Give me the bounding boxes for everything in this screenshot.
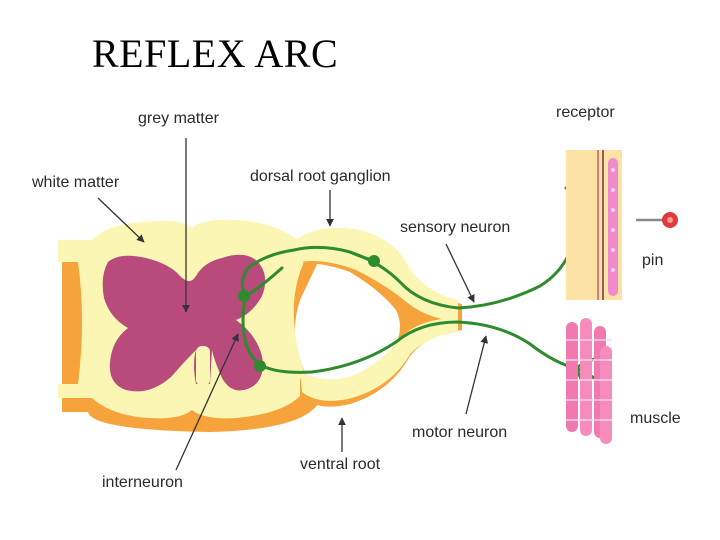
label-white-matter: white matter bbox=[32, 174, 120, 191]
label-sensory-neuron: sensory neuron bbox=[400, 219, 511, 236]
muscle-fibers bbox=[566, 318, 612, 444]
dorsal-root-sensory-path bbox=[241, 245, 460, 310]
label-dorsal-root-ganglion: dorsal root ganglion bbox=[250, 168, 391, 185]
ganglion-cell-body bbox=[368, 255, 380, 267]
label-ventral-root: ventral root bbox=[300, 456, 381, 473]
leader-lines bbox=[97, 138, 489, 471]
label-motor-neuron: motor neuron bbox=[412, 424, 508, 441]
slide-title: REFLEX ARC bbox=[92, 31, 339, 76]
neuron-cell-bodies bbox=[238, 255, 380, 372]
label-pin: pin bbox=[642, 252, 664, 269]
label-grey-matter: grey matter bbox=[138, 110, 219, 127]
label-muscle: muscle bbox=[630, 410, 681, 427]
skin-surface bbox=[608, 158, 618, 296]
pin-icon bbox=[636, 212, 678, 228]
motor-cell-body bbox=[254, 360, 266, 372]
receptor-skin bbox=[566, 150, 622, 300]
nerve-roots bbox=[292, 227, 462, 407]
interneuron-cell-body bbox=[238, 290, 250, 302]
central-canal bbox=[196, 346, 210, 386]
dorsal-root bbox=[292, 227, 458, 322]
ventral-root bbox=[300, 318, 458, 401]
label-receptor: receptor bbox=[556, 104, 615, 121]
label-interneuron: interneuron bbox=[102, 474, 183, 491]
grey-matter-region bbox=[102, 254, 266, 392]
